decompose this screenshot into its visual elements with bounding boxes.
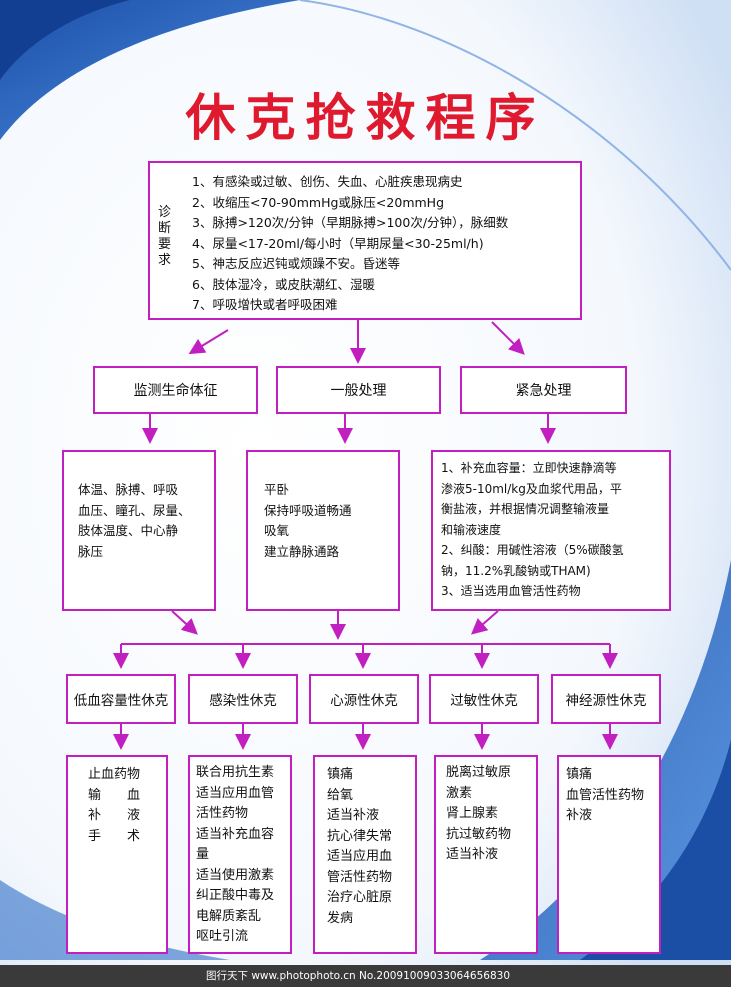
criterion-item: 5、神志反应迟钝或烦躁不安。昏迷等 — [192, 256, 400, 271]
treatment-item: 活性药物 — [196, 806, 249, 821]
detail-line: 体温、脉搏、呼吸 — [78, 482, 179, 497]
action-general-care: 一般处理 — [276, 366, 441, 414]
treatment-item: 给氧 — [327, 787, 354, 803]
septic-treatments: 联合用抗生素 适当应用血管 活性药物 适当补充血容 量 适当使用激素 纠正酸中毒… — [188, 755, 292, 954]
detail-line: 1、补充血容量：立即快速静滴等 — [441, 461, 617, 475]
treatment-item: 激素 — [446, 785, 473, 801]
treatment-item: 量 — [196, 847, 210, 862]
anaphylactic-treatments: 脱离过敏原 激素 肾上腺素 抗过敏药物 适当补液 — [434, 755, 538, 954]
detail-line: 3、适当选用血管活性药物 — [441, 584, 581, 598]
treatment-item: 发病 — [327, 910, 354, 926]
shock-type-anaphylactic: 过敏性休克 — [429, 674, 539, 724]
detail-line: 2、纠酸：用碱性溶液（5%碳酸氢 — [441, 543, 624, 557]
treatment-item: 手 术 — [88, 828, 141, 844]
diagnosis-label: 诊断要求 — [158, 205, 172, 268]
treatment-item: 治疗心脏原 — [327, 890, 393, 905]
general-details: 平卧 保持呼吸道畅通 吸氧 建立静脉通路 — [246, 450, 400, 611]
treatment-item: 管活性药物 — [327, 869, 393, 885]
treatment-item: 脱离过敏原 — [446, 765, 512, 780]
detail-line: 衡盐液，并根据情况调整输液量 — [441, 502, 610, 516]
detail-line: 血压、瞳孔、尿量、 — [78, 502, 191, 518]
hypovolemic-treatments: 止血药物 输 血 补 液 手 术 — [66, 755, 168, 954]
shock-type-hypovolemic: 低血容量性休克 — [66, 674, 176, 724]
treatment-item: 抗心律失常 — [327, 828, 393, 844]
criterion-item: 6、肢体湿冷，或皮肤潮红、湿暖 — [192, 276, 375, 292]
treatment-item: 肾上腺素 — [446, 806, 499, 821]
detail-line: 钠，11.2%乳酸钠或THAM) — [441, 563, 591, 578]
treatment-item: 适当使用激素 — [196, 867, 275, 883]
criterion-item: 4、尿量<17-20ml/每小时（早期尿量<30-25ml/h) — [192, 235, 484, 251]
treatment-item: 适当补液 — [446, 847, 499, 862]
detail-line: 肢体温度、中心静 — [78, 523, 179, 538]
treatment-item: 适当补液 — [327, 808, 380, 823]
treatment-item: 适当补充血容 — [196, 826, 275, 842]
detail-line: 脉压 — [78, 543, 104, 559]
treatment-item: 纠正酸中毒及 — [196, 888, 275, 903]
detail-line: 保持呼吸道畅通 — [264, 502, 352, 518]
monitor-details: 体温、脉搏、呼吸 血压、瞳孔、尿量、 肢体温度、中心静 脉压 — [62, 450, 216, 611]
treatment-item: 电解质紊乱 — [196, 908, 262, 924]
neurogenic-treatments: 镇痛 血管活性药物 补液 — [557, 755, 661, 954]
treatment-item: 补 液 — [88, 808, 141, 823]
treatment-item: 适当应用血 — [327, 849, 393, 864]
treatment-item: 血管活性药物 — [566, 787, 645, 803]
treatment-item: 止血药物 — [88, 767, 141, 782]
page-title: 休克抢救程序 — [185, 88, 546, 147]
treatment-item: 输 血 — [88, 787, 141, 803]
criterion-item: 3、脉搏>120次/分钟（早期脉搏>100次/分钟），脉细数 — [192, 215, 509, 230]
treatment-item: 适当应用血管 — [196, 785, 275, 801]
treatment-item: 联合用抗生素 — [196, 765, 275, 780]
treatment-item: 补液 — [566, 808, 593, 823]
shock-type-cardiogenic: 心源性休克 — [309, 674, 419, 724]
treatment-item: 镇痛 — [327, 767, 354, 782]
diagnosis-criteria: 1、有感染或过敏、创伤、失血、心脏疾患现病史 2、收缩压<70-90mmHg或脉… — [192, 172, 508, 316]
detail-line: 和输液速度 — [441, 522, 502, 537]
detail-line: 平卧 — [264, 482, 290, 497]
shock-type-septic: 感染性休克 — [188, 674, 298, 724]
action-monitor-vitals: 监测生命体征 — [93, 366, 258, 414]
criterion-item: 2、收缩压<70-90mmHg或脉压<20mmHg — [192, 194, 445, 210]
emergency-details: 1、补充血容量：立即快速静滴等 渗液5-10ml/kg及血浆代用品，平 衡盐液，… — [431, 450, 671, 611]
treatment-item: 呕吐引流 — [196, 929, 249, 944]
action-emergency-care: 紧急处理 — [460, 366, 627, 414]
treatment-item: 镇痛 — [566, 767, 593, 782]
criterion-item: 1、有感染或过敏、创伤、失血、心脏疾患现病史 — [192, 174, 463, 189]
treatment-item: 抗过敏药物 — [446, 826, 512, 842]
detail-line: 吸氧 — [264, 523, 290, 538]
watermark-footer: 图行天下 www.photophoto.cn No.20091009033064… — [0, 965, 731, 987]
diagnosis-box — [148, 161, 582, 320]
shock-type-neurogenic: 神经源性休克 — [551, 674, 661, 724]
criterion-item: 7、呼吸增快或者呼吸困难 — [192, 297, 338, 312]
detail-line: 渗液5-10ml/kg及血浆代用品，平 — [441, 481, 622, 496]
cardiogenic-treatments: 镇痛 给氧 适当补液 抗心律失常 适当应用血 管活性药物 治疗心脏原 发病 — [313, 755, 417, 954]
detail-line: 建立静脉通路 — [264, 543, 340, 559]
